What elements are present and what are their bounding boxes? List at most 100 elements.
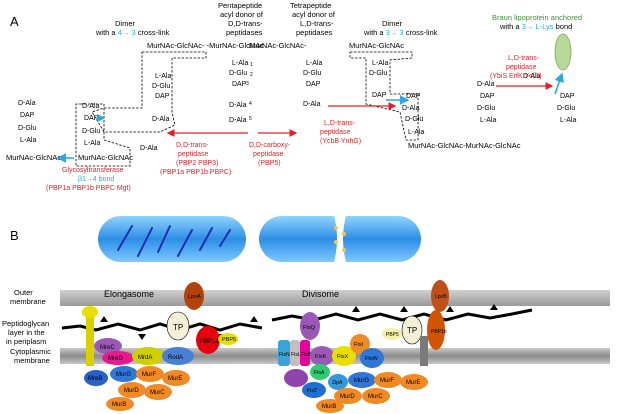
svg-text:MurB: MurB bbox=[112, 402, 126, 408]
svg-text:L-Ala: L-Ala bbox=[155, 73, 171, 80]
svg-text:DAP: DAP bbox=[306, 81, 321, 88]
svg-text:D-Ala: D-Ala bbox=[229, 102, 247, 109]
tetra-label-3: L,D-trans- bbox=[300, 19, 334, 28]
svg-text:MurD: MurD bbox=[124, 388, 139, 394]
svg-text:MurB: MurB bbox=[322, 404, 336, 410]
svg-text:L-Ala: L-Ala bbox=[232, 60, 248, 67]
divisome-title: Divisome bbox=[302, 289, 339, 299]
dimer-left-subtitle: with a 4→ 3 cross-link bbox=[95, 28, 170, 37]
svg-text:D-Glu: D-Glu bbox=[18, 125, 36, 132]
svg-text:FtsN: FtsN bbox=[279, 352, 290, 358]
braun-label-2: with a 3→ L-Lys bond bbox=[499, 22, 572, 31]
svg-text:D-Ala: D-Ala bbox=[140, 145, 158, 152]
svg-text:ZipA: ZipA bbox=[332, 380, 343, 386]
braun-ldtp-label-3: (YbiS ErfK YcfS) bbox=[490, 73, 542, 80]
dimer-left-top-stem: L-Ala D-Glu DAP D-Ala bbox=[152, 73, 171, 123]
ddcp-label-3: (PBP5) bbox=[258, 160, 281, 167]
svg-text:PBP5: PBP5 bbox=[386, 332, 399, 338]
svg-text:DAP: DAP bbox=[480, 93, 495, 100]
ldtp-label-2: peptidase bbox=[320, 129, 350, 136]
ldtp-label-3: (YcbB YnhG) bbox=[320, 138, 361, 145]
svg-text:D-Ala: D-Ala bbox=[82, 103, 100, 110]
svg-text:D-Ala: D-Ala bbox=[477, 81, 495, 88]
svg-text:MurG: MurG bbox=[354, 378, 369, 384]
svg-text:FtsL: FtsL bbox=[291, 352, 301, 358]
svg-text:MrdA: MrdA bbox=[138, 355, 152, 361]
pg-layer-label-2: layer in the bbox=[8, 328, 45, 337]
svg-text:MreD: MreD bbox=[108, 356, 123, 362]
svg-text:5: 5 bbox=[249, 116, 252, 122]
svg-text:L-Ala: L-Ala bbox=[84, 140, 100, 147]
svg-text:FtsK: FtsK bbox=[315, 354, 327, 360]
elongating-cell-mreb-filaments bbox=[117, 225, 231, 257]
svg-text:D-Ala: D-Ala bbox=[18, 100, 36, 107]
svg-text:L-Ala: L-Ala bbox=[480, 117, 496, 124]
svg-text:L-Ala: L-Ala bbox=[408, 129, 424, 136]
svg-text:FtsZ: FtsZ bbox=[307, 388, 317, 394]
panel-a-label: A bbox=[10, 14, 19, 29]
svg-text:3: 3 bbox=[246, 81, 249, 87]
braun-bond-arrow bbox=[554, 72, 564, 95]
ddtp-label-1: D,D-trans- bbox=[176, 142, 209, 149]
svg-text:TP: TP bbox=[407, 326, 417, 335]
outer-membrane-elongasome bbox=[60, 290, 272, 306]
dimer-left-bottom-stem: D-Ala DAP D-Glu L-Ala D-Ala bbox=[82, 103, 158, 152]
svg-text:MurE: MurE bbox=[168, 376, 182, 382]
elongasome-complex: MreC MreD MrdA RodA PBP1a PBP5 LpoA TP M… bbox=[82, 282, 238, 411]
svg-text:FtsQ: FtsQ bbox=[303, 325, 316, 331]
mred-shape bbox=[102, 351, 134, 365]
braun-lipoprotein-shape bbox=[554, 33, 572, 71]
tetra-label-4: peptidases bbox=[296, 28, 333, 37]
ldtp-label-1: L,D-trans- bbox=[324, 120, 356, 127]
svg-text:MurG: MurG bbox=[116, 372, 131, 378]
svg-text:MurF: MurF bbox=[142, 372, 156, 378]
gt-label-2: β1→4 bond bbox=[78, 176, 114, 183]
dimer-right-outline bbox=[349, 51, 419, 141]
braun-ldtp-label-2: peptidase bbox=[506, 64, 536, 71]
svg-text:L-Ala: L-Ala bbox=[372, 60, 388, 67]
tp-domain bbox=[166, 311, 190, 341]
braun-label-1: Braun lipoprotein anchored bbox=[492, 13, 582, 22]
svg-text:MreC: MreC bbox=[100, 345, 115, 351]
dimer-left-outline bbox=[91, 51, 207, 133]
pg-layer-label-1: Peptidoglycan bbox=[2, 319, 49, 328]
penta-label-2: acyl donor of bbox=[220, 10, 264, 19]
svg-text:LpoB: LpoB bbox=[435, 294, 447, 300]
svg-text:DAP: DAP bbox=[84, 115, 99, 122]
svg-text:L-Ala: L-Ala bbox=[560, 117, 576, 124]
roda-shape bbox=[162, 347, 194, 365]
svg-text:L-Ala: L-Ala bbox=[306, 60, 322, 67]
svg-text:FtsX: FtsX bbox=[337, 354, 349, 360]
svg-text:DAP: DAP bbox=[155, 93, 170, 100]
svg-text:D-Glu: D-Glu bbox=[229, 70, 247, 77]
svg-text:DAP: DAP bbox=[406, 93, 421, 100]
pg-layer-label-3: in periplasm bbox=[6, 337, 46, 346]
mrec-head bbox=[82, 306, 98, 318]
svg-text:MurD: MurD bbox=[340, 394, 355, 400]
svg-text:D-Glu: D-Glu bbox=[152, 83, 170, 90]
svg-text:MurC: MurC bbox=[150, 390, 165, 396]
svg-text:FtsI: FtsI bbox=[354, 342, 364, 348]
dimer-right-subtitle: with a 3→ 3 cross-link bbox=[363, 28, 438, 37]
svg-text:MreB: MreB bbox=[88, 376, 102, 382]
braun-ldtp-label-1: L,D-trans- bbox=[508, 55, 540, 62]
svg-text:D-Ala: D-Ala bbox=[303, 101, 321, 108]
svg-text:DAP: DAP bbox=[372, 92, 387, 99]
mrec-shape bbox=[94, 338, 122, 354]
backbone-top-2: MurNAc-GlcNAc- bbox=[249, 41, 307, 50]
elongating-cell bbox=[98, 216, 246, 262]
svg-text:L-Ala: L-Ala bbox=[20, 137, 36, 144]
penta-label-1: Pentapeptide bbox=[218, 1, 262, 10]
svg-text:TP: TP bbox=[173, 323, 183, 332]
gt-label-3: (PBP1a PBP1b PBPC Mgt) bbox=[46, 185, 131, 192]
svg-text:MurF: MurF bbox=[380, 378, 394, 384]
divisome-ring bbox=[334, 226, 346, 252]
tetra-label-2: acyl donor of bbox=[292, 10, 336, 19]
svg-text:PBP1b: PBP1b bbox=[431, 329, 447, 335]
svg-text:2: 2 bbox=[250, 72, 253, 78]
svg-text:DAP: DAP bbox=[20, 112, 35, 119]
braun-donor-stem: D-Ala DAP D-Glu L-Ala D-Ala bbox=[477, 73, 541, 124]
outer-membrane-label-1: Outer bbox=[14, 288, 33, 297]
svg-text:D-Ala: D-Ala bbox=[229, 117, 247, 124]
